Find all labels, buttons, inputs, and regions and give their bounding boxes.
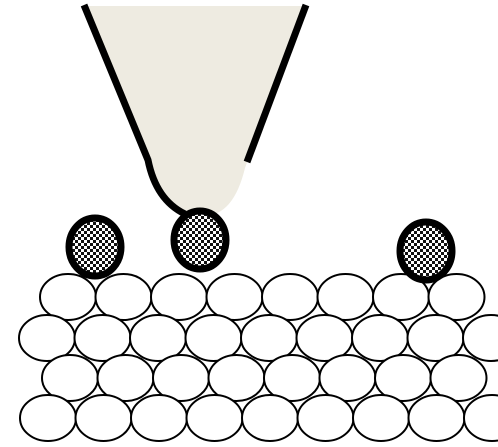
substrate-atom-icon — [318, 274, 374, 320]
substrate-atom-icon — [151, 274, 207, 320]
substrate-atom-icon — [75, 315, 131, 361]
substrate-atom-icon — [297, 315, 353, 361]
substrate-atom-icon — [96, 274, 152, 320]
substrate-atom-icon — [186, 315, 242, 361]
substrate-atom-icon — [242, 395, 298, 441]
substrate-atom-icon — [352, 315, 408, 361]
substrate-atom-icon — [130, 315, 186, 361]
substrate-atom-icon — [207, 274, 263, 320]
substrate-atom-icon — [353, 395, 409, 441]
substrate-lattice — [19, 274, 498, 441]
adsorbate-atom-icon — [69, 218, 121, 276]
substrate-atom-icon — [187, 395, 243, 441]
tip-body — [84, 6, 305, 216]
substrate-atom-icon — [241, 315, 297, 361]
substrate-atom-icon — [76, 395, 132, 441]
substrate-atom-icon — [298, 395, 354, 441]
substrate-atom-icon — [463, 315, 498, 361]
substrate-atom-icon — [40, 274, 96, 320]
substrate-atom-icon — [131, 395, 187, 441]
substrate-atom-icon — [262, 274, 318, 320]
adsorbate-layer — [69, 211, 452, 280]
substrate-atom-icon — [20, 395, 76, 441]
substrate-atom-icon — [409, 395, 465, 441]
probe-tip-icon — [84, 5, 306, 216]
adsorbate-atom-icon — [174, 211, 226, 269]
adsorbate-atom-icon — [400, 222, 452, 280]
substrate-atom-icon — [19, 315, 75, 361]
substrate-atom-icon — [408, 315, 464, 361]
substrate-atom-icon — [464, 395, 498, 441]
